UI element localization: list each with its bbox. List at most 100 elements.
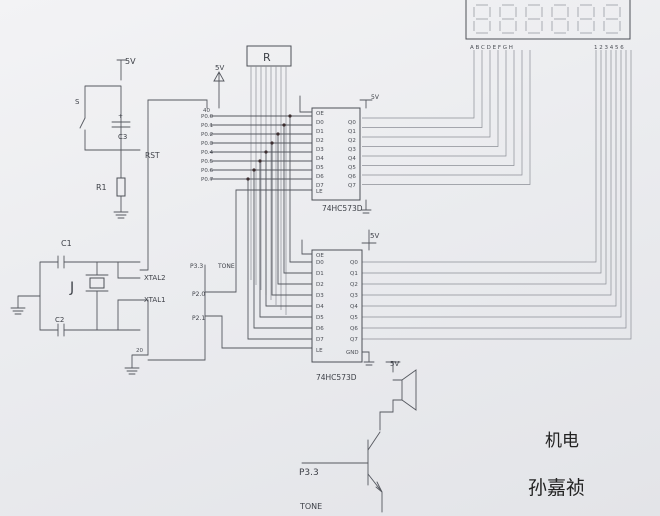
cap2-symbol bbox=[57, 323, 65, 337]
u1-d4-label: D4 bbox=[316, 156, 324, 162]
resistor-array-label: R bbox=[263, 51, 271, 64]
u2-d4-label: D4 bbox=[316, 304, 324, 310]
mcu-left-edge bbox=[139, 99, 149, 301]
xtal1-label: XTAL1 bbox=[144, 296, 166, 304]
u1-label: 74HC573D bbox=[322, 204, 363, 213]
xtal-wires bbox=[117, 261, 141, 331]
mcu-ground-symbol bbox=[124, 367, 140, 375]
p0-pin-3: P0.3 bbox=[201, 141, 214, 147]
p0-data-bus bbox=[209, 114, 313, 340]
u2-label: 74HC573D bbox=[316, 373, 357, 382]
u1-q5-label: Q5 bbox=[348, 165, 356, 171]
gnd-pin-label: 20 bbox=[136, 348, 143, 354]
digit-line bbox=[362, 50, 597, 263]
u2-gnd-label: GND bbox=[346, 350, 359, 356]
u1-q7-label: Q7 bbox=[348, 183, 356, 189]
u1-power bbox=[359, 99, 373, 214]
u2-le-label: LE bbox=[316, 348, 323, 354]
u2-d0-label: D0 bbox=[316, 260, 324, 266]
digit-line bbox=[362, 50, 632, 340]
u2-q7-label: Q7 bbox=[350, 337, 358, 343]
p21-wire bbox=[204, 315, 313, 349]
transistor-emitter-arrow bbox=[375, 481, 383, 493]
mcu-wiring: 5V 40 P0.0P0.1P0.2P0.3P0.4P0.5P0.6P0.7 P… bbox=[124, 64, 313, 375]
digit-line bbox=[362, 50, 617, 307]
segment-letter-labels: A B C D E F G H bbox=[470, 45, 513, 51]
digit-number-labels: 1 2 3 4 5 6 bbox=[594, 45, 624, 51]
u2-ground bbox=[361, 351, 375, 366]
digit-3-segments bbox=[525, 4, 543, 34]
u2-q6-label: Q6 bbox=[350, 326, 358, 332]
mcu-right-edge bbox=[147, 264, 206, 361]
mcu-supply-label: 5V bbox=[215, 64, 224, 72]
junction-dot bbox=[252, 168, 256, 172]
p33-net-label: TONE bbox=[217, 263, 235, 270]
reset-wires bbox=[84, 85, 122, 151]
u2-d6-label: D6 bbox=[316, 326, 324, 332]
segment-line bbox=[362, 50, 523, 176]
display-bus bbox=[362, 50, 632, 340]
segment-line bbox=[362, 50, 499, 147]
segment-line bbox=[362, 50, 475, 119]
u2-d2-label: D2 bbox=[316, 282, 324, 288]
u1-d7-label: D7 bbox=[316, 183, 324, 189]
p20-wire bbox=[204, 189, 313, 293]
u2-d5-label: D5 bbox=[316, 315, 324, 321]
u2-q4-label: Q4 bbox=[350, 304, 358, 310]
osc-wires bbox=[39, 261, 141, 331]
digit-1-segments bbox=[473, 4, 491, 34]
u1-q1-label: Q1 bbox=[348, 129, 356, 135]
segment-line bbox=[362, 50, 515, 166]
p0-pin-4: P0.4 bbox=[201, 150, 214, 156]
u2-q2-label: Q2 bbox=[350, 282, 358, 288]
oscillator: C1 C2 J XTAL2 XTAL1 bbox=[10, 239, 166, 337]
u1-supply-label: 5V bbox=[371, 94, 380, 101]
u2-oe-wire bbox=[301, 239, 313, 255]
reset-circuit: 5V S + C3 R1 RST bbox=[75, 57, 160, 219]
p0-pin-2: P0.2 bbox=[201, 132, 213, 138]
reset-resistor-body bbox=[116, 177, 126, 197]
cap-reset-label: C3 bbox=[118, 133, 127, 141]
u1-d6-label: D6 bbox=[316, 174, 324, 180]
u1-d0-label: D0 bbox=[316, 120, 324, 126]
signature-name: 孙嘉祯 bbox=[528, 477, 585, 499]
u1-d2-label: D2 bbox=[316, 138, 324, 144]
u2-q0-label: Q0 bbox=[350, 260, 358, 266]
p21-label: P2.1 bbox=[192, 315, 205, 322]
switch-label: S bbox=[75, 98, 80, 106]
display-digits bbox=[473, 4, 621, 34]
u2-d7-label: D7 bbox=[316, 337, 324, 343]
cap1-symbol bbox=[57, 255, 65, 269]
mcu-supply-arrow bbox=[213, 71, 225, 109]
p0-pin-1: P0.1 bbox=[201, 123, 213, 129]
u2-supply-label: 5V bbox=[370, 232, 379, 240]
crystal-label: J bbox=[69, 280, 74, 296]
cap2-label: C2 bbox=[55, 316, 64, 324]
digit-4-segments bbox=[551, 4, 569, 34]
display-body bbox=[465, 0, 631, 40]
digit-line bbox=[362, 50, 607, 285]
junction-dot bbox=[270, 141, 274, 145]
segment-line bbox=[362, 50, 507, 157]
digit-5-segments bbox=[577, 4, 595, 34]
u1-le-label: LE bbox=[316, 189, 323, 195]
xtal2-label: XTAL2 bbox=[144, 274, 166, 282]
digit-line bbox=[362, 50, 612, 296]
u1-oe-label: OE bbox=[316, 111, 324, 117]
p0-pin-6: P0.6 bbox=[201, 168, 214, 174]
reset-switch bbox=[79, 117, 86, 151]
transistor-legs bbox=[367, 431, 383, 513]
vcc-wire bbox=[147, 99, 208, 109]
resistor-array: R bbox=[246, 45, 292, 315]
resistor-array-legs bbox=[250, 66, 287, 315]
u1-q4-label: Q4 bbox=[348, 156, 356, 162]
crystal-body bbox=[89, 277, 105, 289]
junction-dot bbox=[288, 114, 292, 118]
u2-d1-label: D1 bbox=[316, 271, 324, 277]
u2-d3-label: D3 bbox=[316, 293, 324, 299]
junction-dot bbox=[276, 132, 280, 136]
u2-power bbox=[361, 229, 377, 251]
